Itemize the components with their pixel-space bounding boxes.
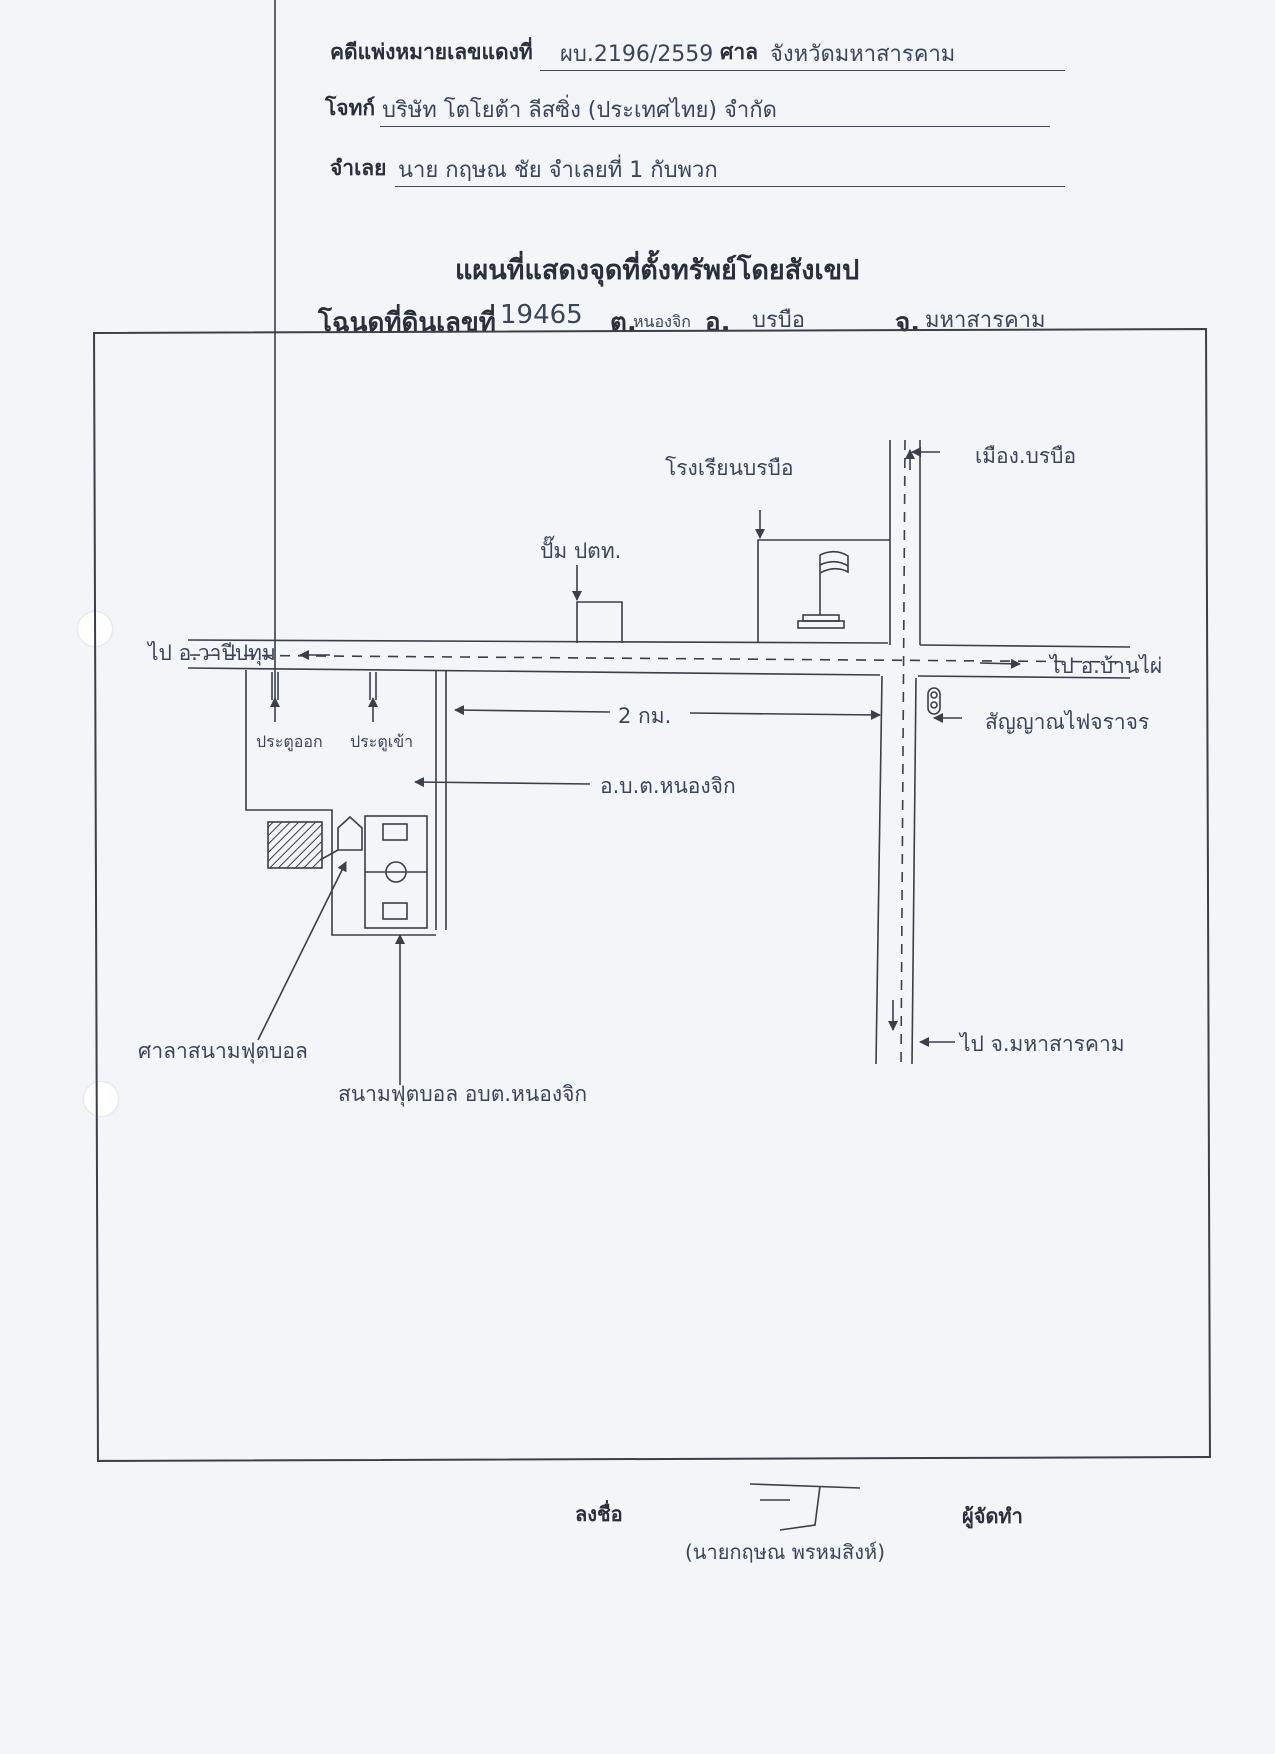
west-direction-label: ไป อ.วาปีปทุม — [148, 641, 276, 665]
plaintiff-underline — [380, 126, 1050, 127]
road-centerline — [900, 439, 906, 1065]
school-boundary — [757, 539, 890, 643]
defendant-underline — [395, 186, 1065, 187]
highway-bottom-edge-east — [917, 675, 1131, 679]
court-label: ศาล — [720, 40, 758, 64]
plaintiff-name: บริษัท โตโยต้า ลีสซิ่ง (ประเทศไทย) จำกัด — [382, 98, 777, 123]
entry-gate-label: ประตูเข้า — [350, 732, 414, 751]
amphoe-name: บรบือ — [752, 308, 805, 333]
district-direction-label: เมือง.บรบือ — [975, 444, 1077, 468]
road-left-edge-south — [875, 675, 883, 1065]
highway-top-edge-east — [919, 644, 1131, 648]
deed-number: 19465 — [500, 300, 583, 330]
gas-station-label: ปั๊ม ปตท. — [540, 539, 622, 563]
case-number: ผบ.2196/2559 — [560, 42, 714, 67]
highway-centerline — [189, 654, 1131, 663]
building-hatched — [267, 821, 323, 869]
football-field-label: สนามฟุตบอล อบต.หนองจิก — [338, 1082, 588, 1106]
author-role-label: ผู้จัดทำ — [962, 1504, 1023, 1528]
pavilion-shape — [337, 815, 363, 851]
defendant-label: จำเลย — [330, 156, 387, 180]
tambon-label: ต. — [610, 308, 637, 338]
highway-top-edge-west — [187, 639, 889, 644]
amphoe-label: อ. — [705, 308, 731, 338]
signer-name: (นายกฤษณ พรหมสิงห์) — [685, 1540, 885, 1564]
deed-label: โฉนดที่ดินเลขที่ — [318, 308, 496, 338]
punch-hole — [78, 612, 112, 646]
exit-gate-label: ประตูออก — [256, 732, 323, 751]
case-label: คดีแพ่งหมายเลขแดงที่ — [330, 40, 533, 64]
defendant-name: นาย กฤษณ ชัย จำเลยที่ 1 กับพวก — [398, 158, 718, 183]
school-label: โรงเรียนบรบือ — [665, 456, 794, 480]
traffic-light-label: สัญญาณไฟจราจร — [985, 710, 1150, 734]
province-label: จ. — [895, 308, 921, 338]
road-right-edge-south — [911, 677, 917, 1065]
south-direction-label: ไป จ.มหาสารคาม — [960, 1032, 1125, 1056]
province-name: มหาสารคาม — [925, 308, 1046, 333]
case-underline — [540, 70, 1065, 71]
highway-bottom-edge-west — [187, 667, 881, 676]
court-name: จังหวัดมหาสารคาม — [770, 42, 956, 67]
punch-hole — [84, 1082, 118, 1116]
map-title: แผนที่แสดงจุดที่ตั้งทรัพย์โดยสังเขป — [455, 255, 860, 286]
tambon-office-label: อ.บ.ต.หนองจิก — [600, 774, 736, 798]
plaintiff-label: โจทก์ — [325, 96, 376, 120]
tambon-name: หนองจิก — [633, 312, 691, 331]
gas-station-shape — [576, 601, 623, 643]
east-direction-label: ไป อ.บ้านไผ่ — [1050, 654, 1163, 678]
pavilion-label: ศาลาสนามฟุตบอล — [138, 1039, 308, 1063]
sign-label: ลงชื่อ — [575, 1502, 623, 1526]
distance-label: 2 กม. — [618, 704, 672, 728]
